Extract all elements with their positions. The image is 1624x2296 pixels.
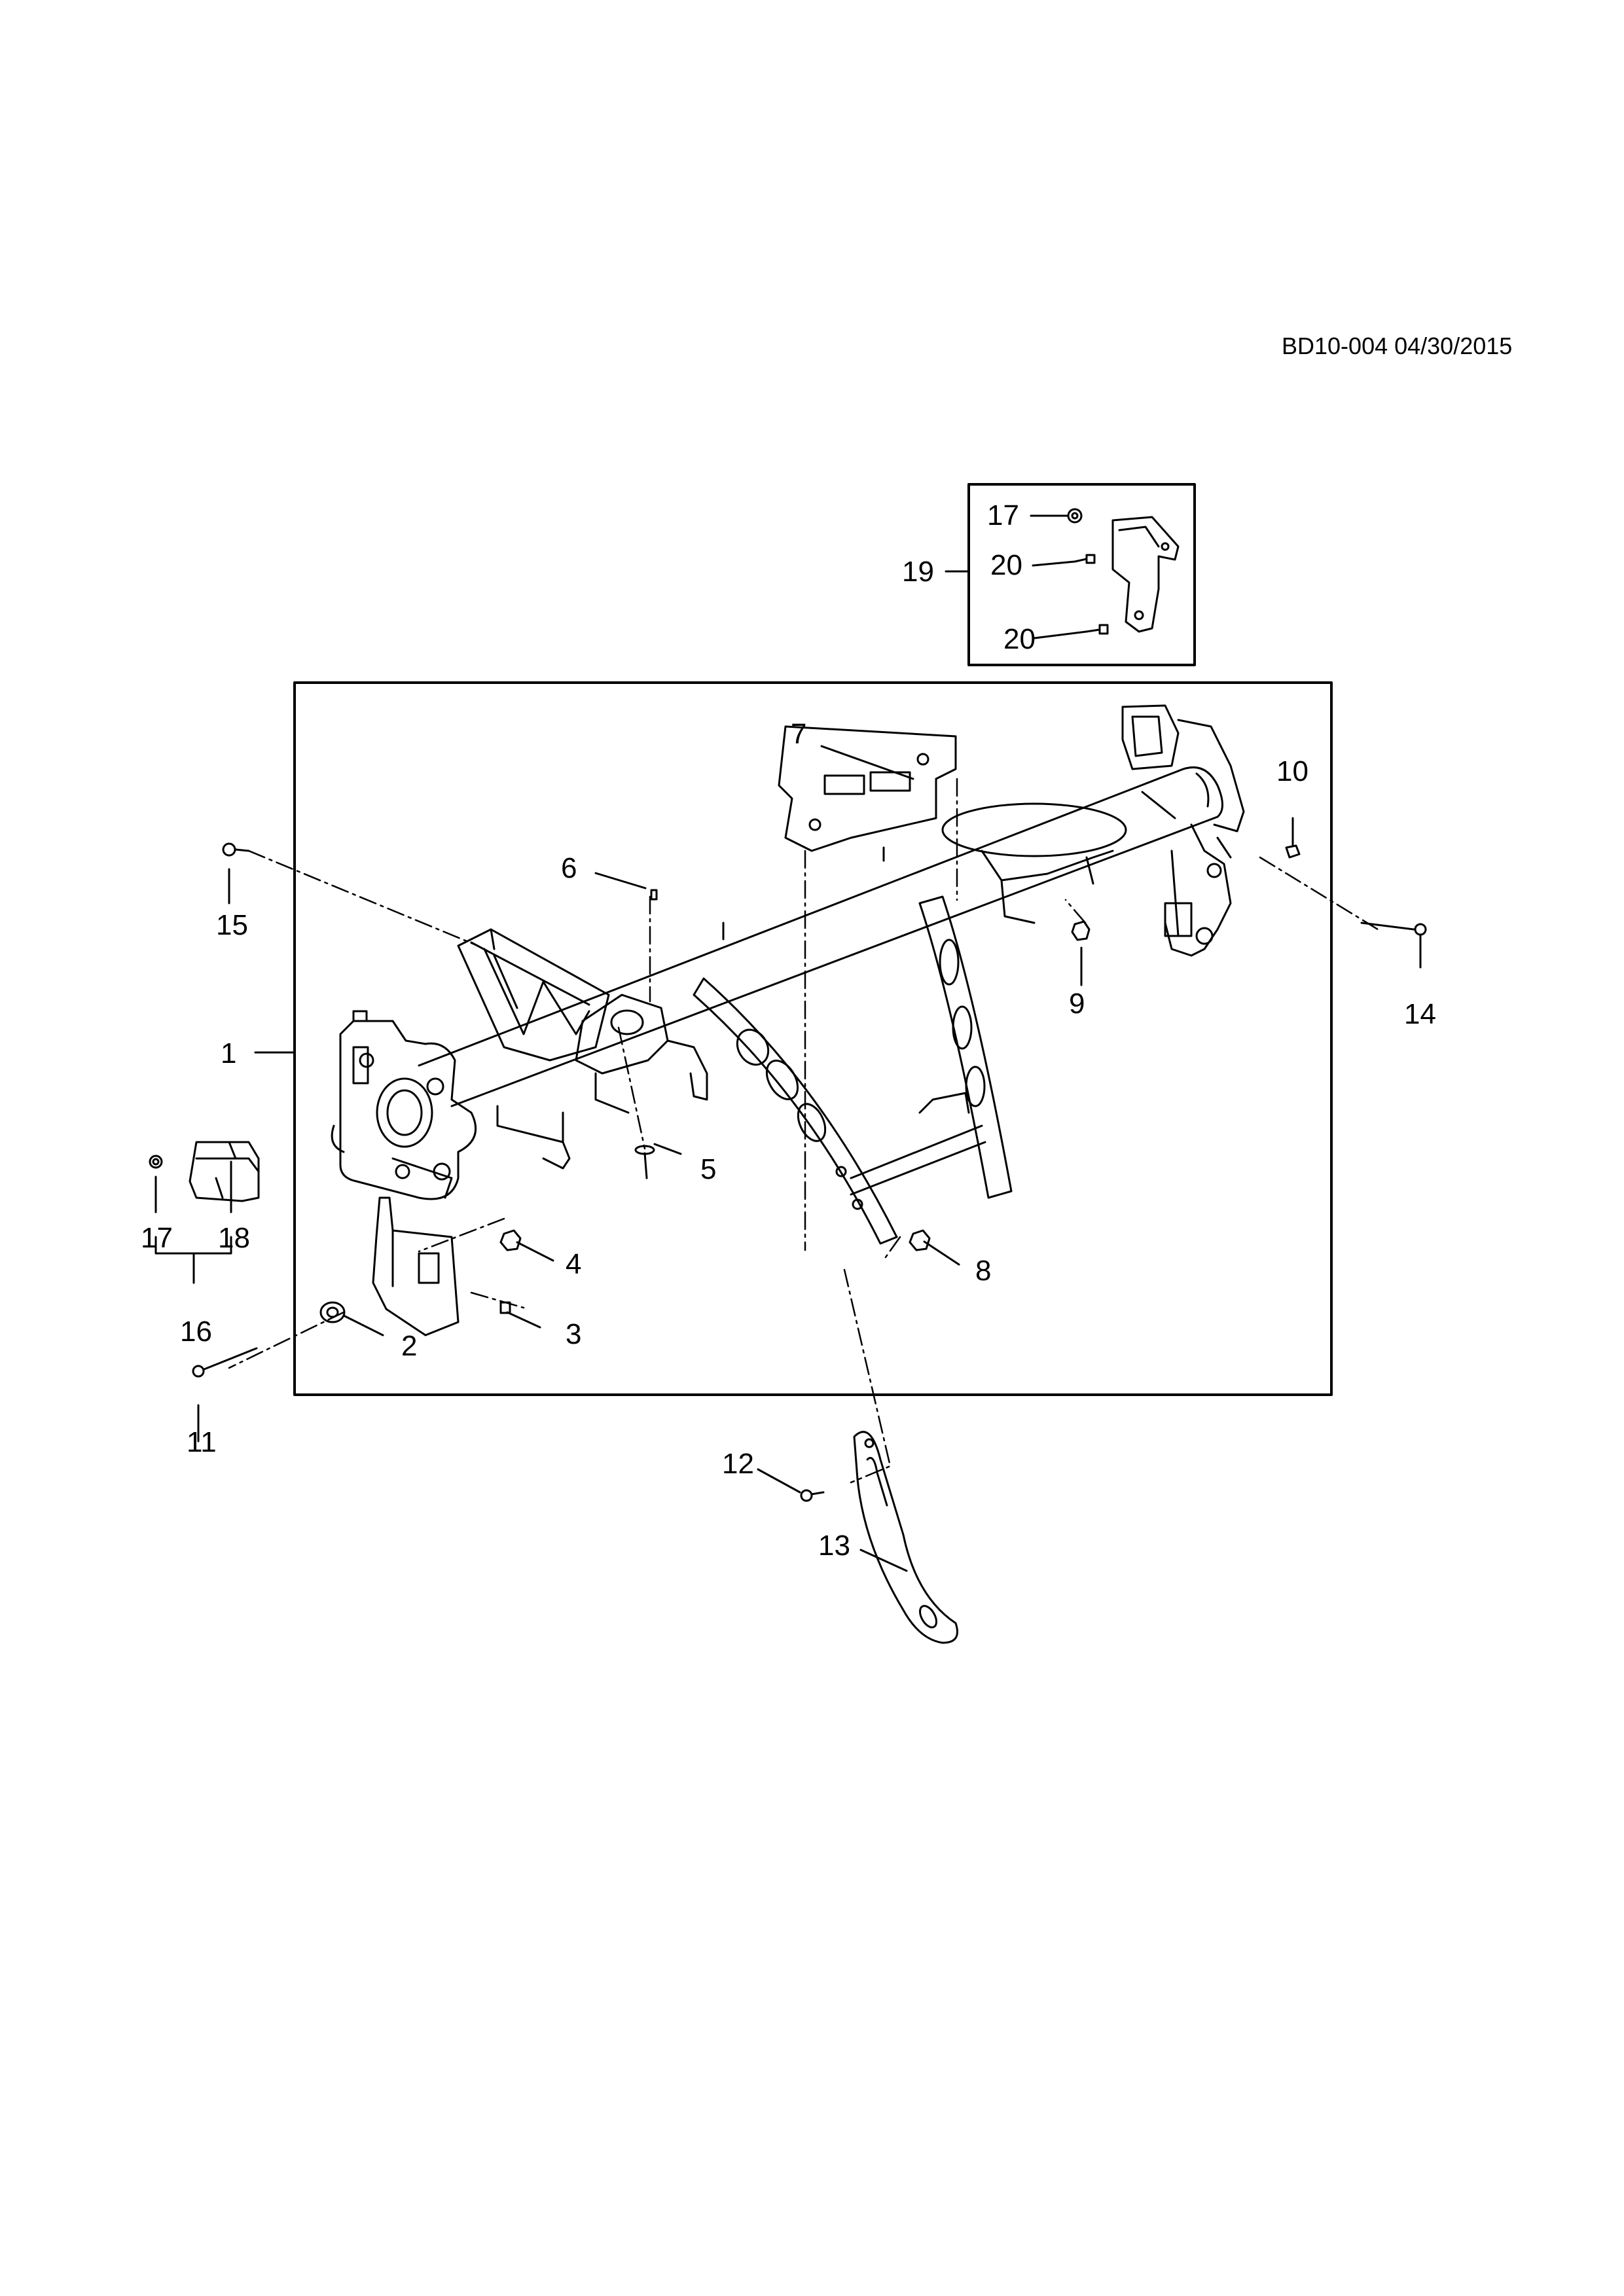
callout-14: 14 xyxy=(1404,998,1436,1030)
callout-4: 4 xyxy=(566,1248,582,1280)
callout-20-lower: 20 xyxy=(1003,623,1036,655)
upper-center-bracket xyxy=(778,725,957,852)
callout-16: 16 xyxy=(180,1316,212,1348)
cross-car-beam xyxy=(418,766,1223,1107)
lower-left-bracket xyxy=(372,1157,460,1336)
callout-9: 9 xyxy=(1069,988,1085,1020)
right-end-assembly xyxy=(1121,704,1245,957)
callout-2: 2 xyxy=(401,1330,418,1362)
triangulated-bracket xyxy=(457,928,610,1062)
main-assembly-frame xyxy=(293,681,1333,1396)
callout-17-loose: 17 xyxy=(141,1222,173,1254)
callout-1: 1 xyxy=(221,1037,237,1069)
callout-13: 13 xyxy=(818,1530,850,1562)
leader-lines xyxy=(154,514,1422,1572)
lower-brace xyxy=(853,1431,958,1644)
callout-18: 18 xyxy=(218,1222,250,1254)
callout-10: 10 xyxy=(1276,755,1308,787)
center-vertical-frame xyxy=(850,895,1013,1199)
center-stay xyxy=(693,977,898,1245)
clip-18 xyxy=(189,1141,260,1202)
inset-frame-19 xyxy=(967,483,1196,666)
callout-7: 7 xyxy=(791,718,807,750)
inset-bracket-19 xyxy=(1111,516,1180,633)
callout-3: 3 xyxy=(566,1318,582,1350)
drawing-code: BD10-004 04/30/2015 xyxy=(1282,332,1513,359)
fasteners xyxy=(149,508,1427,1502)
callout-12: 12 xyxy=(722,1448,754,1480)
callout-6: 6 xyxy=(561,852,577,884)
steering-wheel-outline xyxy=(941,802,1127,924)
callout-19: 19 xyxy=(902,556,934,588)
alignment-lines xyxy=(228,778,1379,1484)
callout-15: 15 xyxy=(216,909,248,941)
callout-17-inset: 17 xyxy=(987,499,1019,531)
steering-column-support xyxy=(496,994,708,1170)
callout-8: 8 xyxy=(975,1255,992,1287)
callout-5: 5 xyxy=(700,1153,717,1185)
callout-20-upper: 20 xyxy=(990,549,1022,581)
callout-11: 11 xyxy=(187,1426,217,1458)
